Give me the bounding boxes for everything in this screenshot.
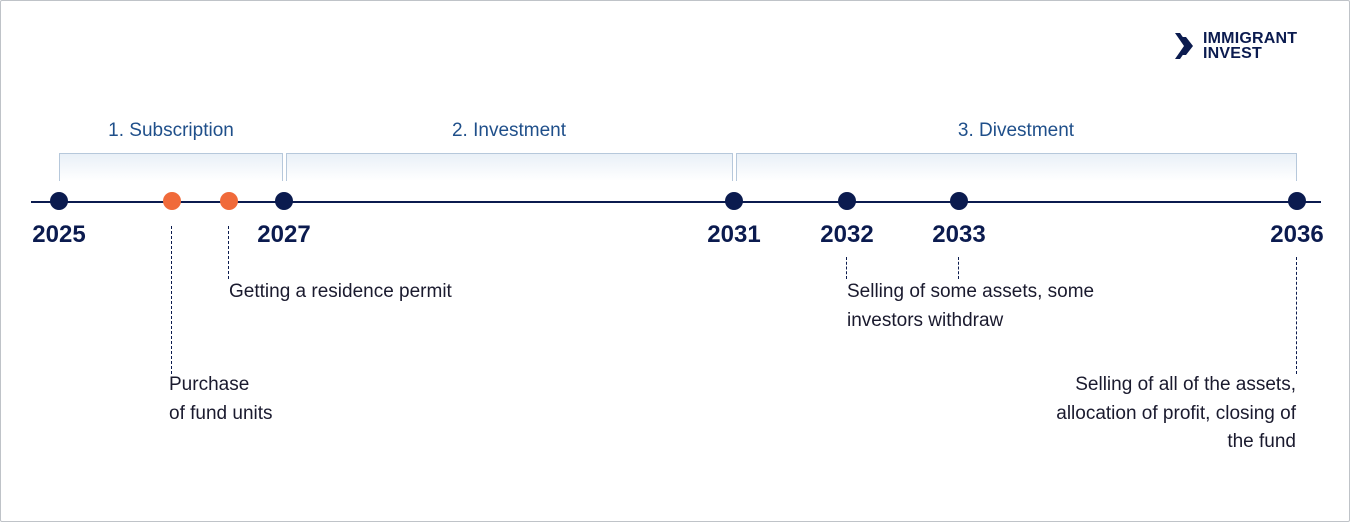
phase-bracket-investment bbox=[286, 153, 733, 181]
phase-label-investment: 2. Investment bbox=[451, 120, 567, 141]
milestone-dot-2032 bbox=[838, 192, 856, 210]
year-label-2036: 2036 bbox=[1270, 221, 1324, 248]
note-residence-permit: Getting a residence permit bbox=[229, 281, 452, 302]
brand-name: IMMIGRANT INVEST bbox=[1203, 30, 1298, 62]
note-selling-some: Selling of some assets, some investors w… bbox=[847, 278, 1094, 335]
connector-2032 bbox=[846, 257, 847, 279]
brand-line1: IMMIGRANT bbox=[1203, 30, 1298, 47]
timeline-axis bbox=[31, 200, 1321, 203]
connector-2036 bbox=[1296, 257, 1297, 374]
year-label-2027: 2027 bbox=[257, 221, 311, 248]
phase-label-subscription: 1. Subscription bbox=[108, 120, 234, 141]
year-label-2025: 2025 bbox=[32, 221, 86, 248]
milestone-dot-2027 bbox=[275, 192, 293, 210]
connector-2033 bbox=[958, 257, 959, 279]
note-purchase-line2: of fund units bbox=[169, 402, 273, 424]
event-dot-residence bbox=[220, 192, 238, 210]
milestone-dot-2025 bbox=[50, 192, 68, 210]
connector-residence bbox=[228, 226, 229, 279]
year-label-2031: 2031 bbox=[707, 221, 761, 248]
phase-bracket-divestment bbox=[736, 153, 1297, 181]
note-selling-some-line2: investors withdraw bbox=[847, 309, 1004, 331]
note-selling-all-line3: the fund bbox=[1227, 431, 1296, 452]
note-selling-some-line1: Selling of some assets, some bbox=[847, 281, 1095, 302]
phase-bracket-subscription bbox=[59, 153, 283, 181]
year-label-2032: 2032 bbox=[820, 221, 874, 248]
chevron-arrows-icon bbox=[1175, 33, 1193, 59]
note-purchase: Purchase of fund units bbox=[169, 371, 273, 428]
note-selling-all: Selling of all of the assets, allocation… bbox=[1056, 371, 1296, 457]
note-purchase-line1: Purchase bbox=[169, 374, 250, 395]
phase-label-divestment: 3. Divestment bbox=[957, 120, 1075, 141]
note-selling-all-line1: Selling of all of the assets, bbox=[1075, 374, 1296, 395]
year-label-2033: 2033 bbox=[932, 221, 986, 248]
brand-line2: INVEST bbox=[1203, 45, 1262, 62]
event-dot-purchase bbox=[163, 192, 181, 210]
milestone-dot-2031 bbox=[725, 192, 743, 210]
brand-logo: IMMIGRANT INVEST bbox=[1173, 30, 1298, 62]
milestone-dot-2033 bbox=[950, 192, 968, 210]
connector-purchase bbox=[171, 226, 172, 374]
milestone-dot-2036 bbox=[1288, 192, 1306, 210]
note-selling-all-line2: allocation of profit, closing of bbox=[1056, 402, 1296, 424]
